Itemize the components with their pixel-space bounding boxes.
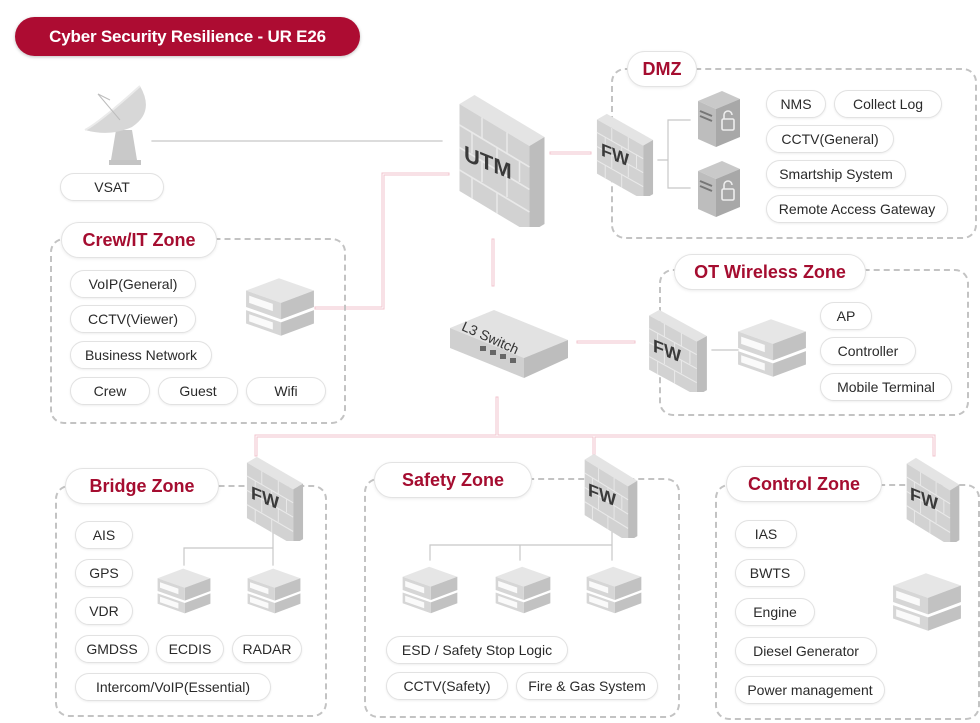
- crew-it-title: Crew/IT Zone: [61, 222, 217, 258]
- l3-switch-icon: [450, 310, 568, 378]
- safety-firewall: FW: [580, 452, 642, 538]
- control-item-bwts: BWTS: [735, 559, 805, 587]
- crew-item-guest: Guest: [158, 377, 238, 405]
- dmz-item-nms: NMS: [766, 90, 826, 118]
- page-title: Cyber Security Resilience - UR E26: [15, 17, 360, 56]
- control-item-engine: Engine: [735, 598, 815, 626]
- dmz-item-smartship: Smartship System: [766, 160, 906, 188]
- vsat-label: VSAT: [60, 173, 164, 201]
- bridge-item-radar: RADAR: [232, 635, 302, 663]
- control-title: Control Zone: [726, 466, 882, 502]
- bridge-item-gps: GPS: [75, 559, 133, 587]
- ot-wireless-firewall: FW: [644, 308, 712, 392]
- bridge-firewall: FW: [242, 455, 308, 541]
- server-icon: [401, 563, 459, 617]
- server-icon: [891, 570, 963, 634]
- ot-item-controller: Controller: [820, 337, 916, 365]
- crew-item-business-network: Business Network: [70, 341, 212, 369]
- server-icon: [246, 565, 302, 617]
- dmz-firewall: FW: [592, 112, 658, 196]
- bridge-item-gmdss: GMDSS: [75, 635, 149, 663]
- control-item-diesel-generator: Diesel Generator: [735, 637, 877, 665]
- server-icon: [585, 563, 643, 617]
- control-item-ias: IAS: [735, 520, 797, 548]
- ot-wireless-title: OT Wireless Zone: [674, 254, 866, 290]
- secure-server-icon: [694, 158, 744, 220]
- satellite-dish-icon: [84, 85, 146, 165]
- bridge-item-ecdis: ECDIS: [156, 635, 224, 663]
- safety-item-fire-gas: Fire & Gas System: [516, 672, 658, 700]
- dmz-item-collect-log: Collect Log: [834, 90, 942, 118]
- crew-item-cctv-viewer: CCTV(Viewer): [70, 305, 196, 333]
- crew-item-wifi: Wifi: [246, 377, 326, 405]
- dmz-item-remote-access-gateway: Remote Access Gateway: [766, 195, 948, 223]
- server-icon: [156, 565, 212, 617]
- safety-title: Safety Zone: [374, 462, 532, 498]
- dmz-item-cctv-general: CCTV(General): [766, 125, 894, 153]
- crew-item-voip-general: VoIP(General): [70, 270, 196, 298]
- bridge-title: Bridge Zone: [65, 468, 219, 504]
- crew-item-crew: Crew: [70, 377, 150, 405]
- bridge-item-vdr: VDR: [75, 597, 133, 625]
- server-icon: [736, 316, 808, 380]
- ot-item-mobile-terminal: Mobile Terminal: [820, 373, 952, 401]
- control-item-power-management: Power management: [735, 676, 885, 704]
- server-icon: [244, 276, 316, 338]
- bridge-item-intercom-voip: Intercom/VoIP(Essential): [75, 673, 271, 701]
- safety-item-esd: ESD / Safety Stop Logic: [386, 636, 568, 664]
- secure-server-icon: [694, 88, 744, 150]
- bridge-item-ais: AIS: [75, 521, 133, 549]
- control-firewall: FW: [902, 456, 964, 542]
- dmz-title: DMZ: [627, 51, 697, 87]
- server-icon: [494, 563, 552, 617]
- safety-item-cctv-safety: CCTV(Safety): [386, 672, 508, 700]
- utm-firewall: UTM: [452, 92, 552, 227]
- ot-item-ap: AP: [820, 302, 872, 330]
